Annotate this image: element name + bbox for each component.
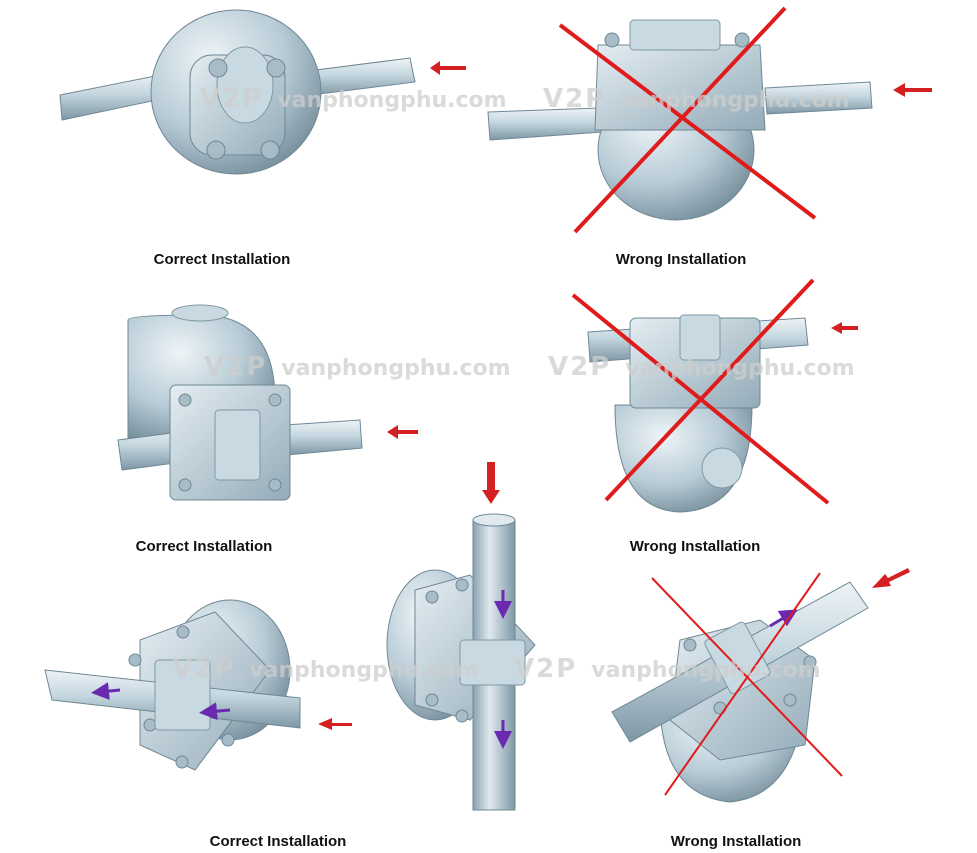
flow-arrow-7	[872, 568, 910, 588]
flow-arrow-5	[318, 718, 352, 730]
wrong-cross-3	[651, 572, 843, 796]
caption-wrong-installation: Wrong Installation	[670, 833, 802, 850]
trap-wrong-3	[611, 581, 869, 803]
trap-correct-4	[386, 513, 536, 811]
trap-correct-1	[59, 9, 416, 175]
caption-wrong-installation: Wrong Installation	[629, 538, 761, 555]
caption-wrong-installation: Wrong Installation	[615, 251, 747, 268]
caption-correct-installation: Correct Installation	[135, 538, 273, 555]
caption-correct-installation: Correct Installation	[153, 251, 291, 268]
flow-arrow-1	[430, 61, 466, 75]
flow-arrow-4	[831, 322, 858, 334]
wrong-cross-2	[571, 278, 830, 505]
flow-arrow-6	[482, 462, 500, 504]
flow-arrow-3	[387, 425, 418, 439]
trap-wrong-1	[487, 19, 873, 221]
caption-correct-installation: Correct Installation	[209, 833, 347, 850]
trap-correct-2	[117, 304, 363, 501]
trap-correct-3	[44, 599, 301, 771]
wrong-cross-1	[558, 6, 817, 234]
flow-arrow-2	[893, 83, 932, 97]
